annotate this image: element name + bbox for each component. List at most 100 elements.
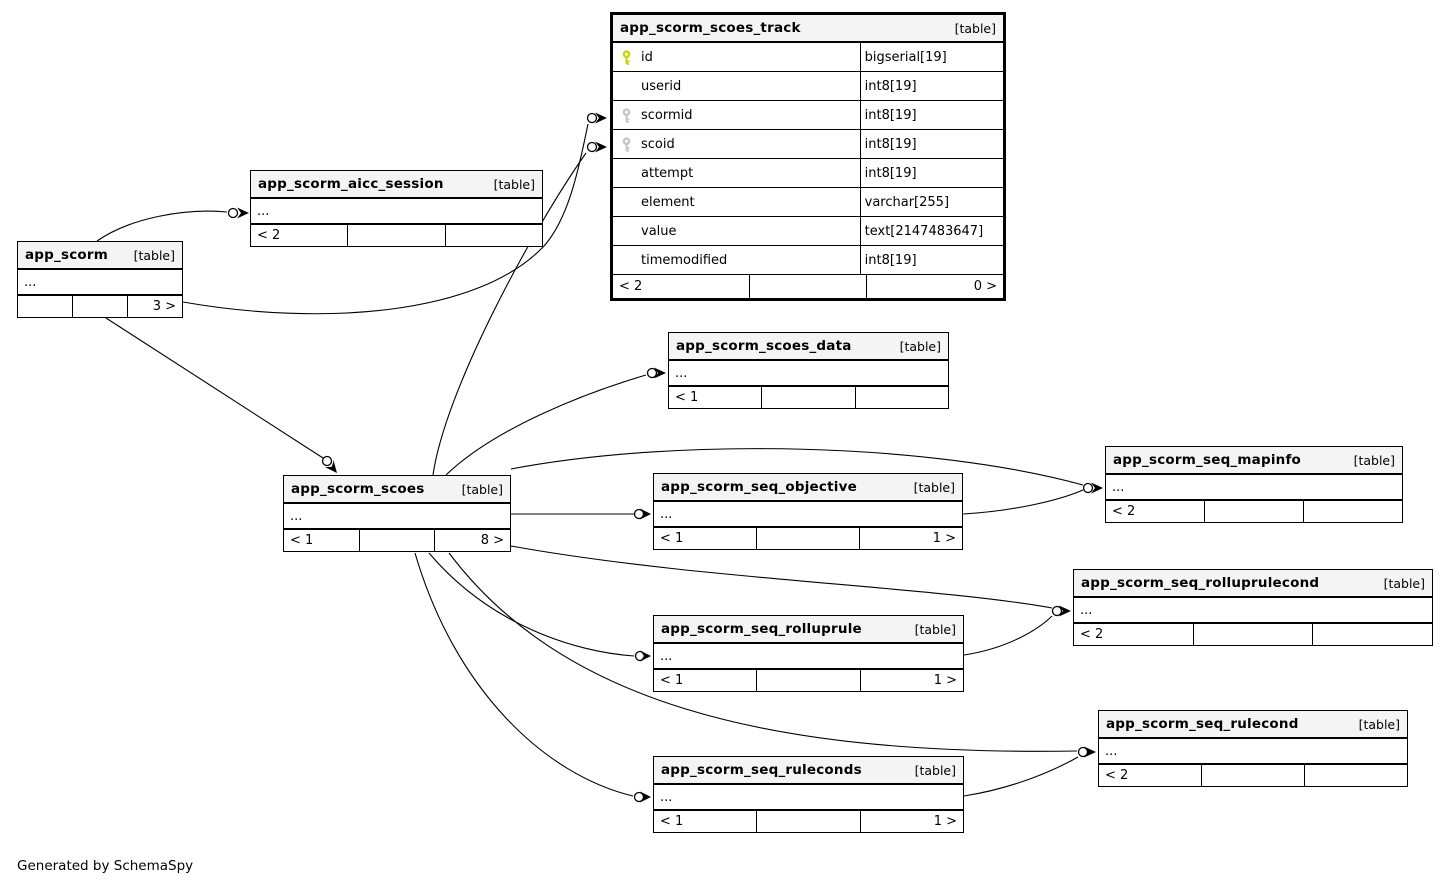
table-header: app_scorm_seq_rolluprulecond [table]	[1074, 570, 1432, 598]
edge-scoes-seq_rolluprule	[428, 552, 651, 662]
table-name[interactable]: app_scorm_aicc_session	[258, 176, 444, 192]
column-name: attempt	[641, 165, 694, 181]
columns-ellipsis: ...	[654, 502, 962, 528]
table-app_scorm_seq_mapinfo: app_scorm_seq_mapinfo [table] ... < 2	[1105, 446, 1403, 523]
table-app_scorm_seq_rolluprulecond: app_scorm_seq_rolluprulecond [table] ...…	[1073, 569, 1433, 646]
column-row: element varchar[255]	[613, 188, 1003, 217]
edge-seq_rolluprule-seq_rolluprulecond	[963, 615, 1053, 656]
parent-count: < 1	[654, 670, 758, 691]
edge-scoes-seq_objective	[511, 508, 651, 520]
table-app_scorm_scoes: app_scorm_scoes [table] ... < 1 8 >	[283, 475, 511, 552]
table-footer: < 2	[1106, 501, 1402, 522]
columns-ellipsis: ...	[18, 270, 182, 296]
column-type: text[2147483647]	[864, 223, 984, 239]
footer-spacer	[1194, 624, 1314, 645]
columns-ellipsis: ...	[669, 361, 948, 387]
table-header: app_scorm [table]	[18, 242, 182, 270]
table-footer: < 1 8 >	[284, 530, 510, 551]
child-count	[856, 387, 948, 408]
table-type-badge: [table]	[914, 621, 956, 637]
edge-scoes-seq_rulecond	[448, 552, 1096, 758]
column-row: value text[2147483647]	[613, 217, 1003, 246]
table-name[interactable]: app_scorm_scoes_data	[676, 338, 852, 354]
edge-app_scorm-scoes	[105, 317, 337, 473]
table-type-badge: [table]	[133, 247, 175, 263]
generated-by-note: Generated by SchemaSpy	[17, 858, 194, 874]
table-header: app_scorm_seq_rolluprule [table]	[654, 616, 963, 644]
no-key-spacer	[619, 224, 634, 239]
table-name[interactable]: app_scorm_seq_rolluprulecond	[1081, 575, 1320, 591]
table-type-badge: [table]	[914, 762, 956, 778]
column-name: timemodified	[641, 252, 728, 268]
no-key-spacer	[619, 195, 634, 210]
table-header: app_scorm_seq_objective [table]	[654, 474, 962, 502]
column-row: attempt int8[19]	[613, 159, 1003, 188]
table-app_scorm_seq_objective: app_scorm_seq_objective [table] ... < 1 …	[653, 473, 963, 550]
column-row: userid int8[19]	[613, 72, 1003, 101]
table-footer: < 2 0 >	[613, 275, 1003, 298]
footer-spacer	[762, 387, 856, 408]
table-type-badge: [table]	[461, 481, 503, 497]
columns-ellipsis: ...	[251, 199, 542, 225]
column-name: id	[641, 49, 653, 65]
edge-scoes-seq_ruleconds	[414, 552, 651, 803]
table-header: app_scorm_seq_ruleconds [table]	[654, 757, 963, 785]
child-count: 1 >	[933, 814, 957, 829]
table-name[interactable]: app_scorm_seq_ruleconds	[661, 762, 862, 778]
column-name: scormid	[641, 107, 693, 123]
footer-spacer	[348, 225, 446, 246]
column-type: varchar[255]	[864, 194, 950, 210]
column-type: int8[19]	[864, 107, 917, 123]
table-footer: < 2	[251, 225, 542, 246]
parent-count: < 1	[669, 387, 763, 408]
column-name: userid	[641, 78, 682, 94]
table-type-badge: [table]	[1383, 575, 1425, 591]
child-count: 0 >	[973, 279, 997, 294]
table-app_scorm_scoes_data: app_scorm_scoes_data [table] ... < 1	[668, 332, 949, 409]
table-name[interactable]: app_scorm_seq_rolluprule	[661, 621, 862, 637]
table-type-badge: [table]	[1358, 716, 1400, 732]
table-app_scorm_seq_rolluprule: app_scorm_seq_rolluprule [table] ... < 1…	[653, 615, 964, 692]
table-name[interactable]: app_scorm	[25, 247, 109, 263]
columns-ellipsis: ...	[1106, 475, 1402, 501]
table-name[interactable]: app_scorm_seq_objective	[661, 479, 857, 495]
parent-count: < 1	[284, 530, 360, 551]
table-name[interactable]: app_scorm_scoes_track	[620, 20, 801, 36]
foreign-key-icon	[619, 107, 634, 123]
column-type: int8[19]	[864, 165, 917, 181]
column-row: scormid int8[19]	[613, 101, 1003, 130]
edge-seq_ruleconds-seq_rulecond	[963, 756, 1079, 797]
table-app_scorm_aicc_session: app_scorm_aicc_session [table] ... < 2	[250, 170, 543, 247]
parent-count: < 2	[613, 275, 750, 298]
column-name: element	[641, 194, 695, 210]
no-key-spacer	[619, 253, 634, 268]
table-type-badge: [table]	[493, 176, 535, 192]
footer-spacer	[1202, 765, 1305, 786]
table-type-badge: [table]	[913, 479, 955, 495]
footer-spacer	[1205, 501, 1304, 522]
table-footer: < 1 1 >	[654, 811, 963, 832]
table-footer: < 1 1 >	[654, 670, 963, 691]
table-footer: < 2	[1074, 624, 1432, 645]
table-name[interactable]: app_scorm_seq_rulecond	[1106, 716, 1299, 732]
footer-spacer	[360, 530, 436, 551]
table-name[interactable]: app_scorm_scoes	[291, 481, 425, 497]
table-type-badge: [table]	[954, 20, 996, 36]
edge-scoes-seq_mapinfo	[510, 448, 1103, 494]
column-type: int8[19]	[864, 78, 917, 94]
column-row: scoid int8[19]	[613, 130, 1003, 159]
table-header: app_scorm_seq_mapinfo [table]	[1106, 447, 1402, 475]
edge-app_scorm-aicc_session	[96, 207, 249, 242]
column-row: id bigserial[19]	[613, 43, 1003, 72]
column-name: value	[641, 223, 677, 239]
table-footer: < 1 1 >	[654, 528, 962, 549]
columns-ellipsis: ...	[1074, 598, 1432, 624]
parent-count: < 2	[1106, 501, 1205, 522]
table-name[interactable]: app_scorm_seq_mapinfo	[1113, 452, 1302, 468]
child-count	[1313, 624, 1432, 645]
child-count	[446, 225, 542, 246]
columns-ellipsis: ...	[654, 644, 963, 670]
columns-ellipsis: ...	[654, 785, 963, 811]
parent-count: < 2	[1074, 624, 1194, 645]
